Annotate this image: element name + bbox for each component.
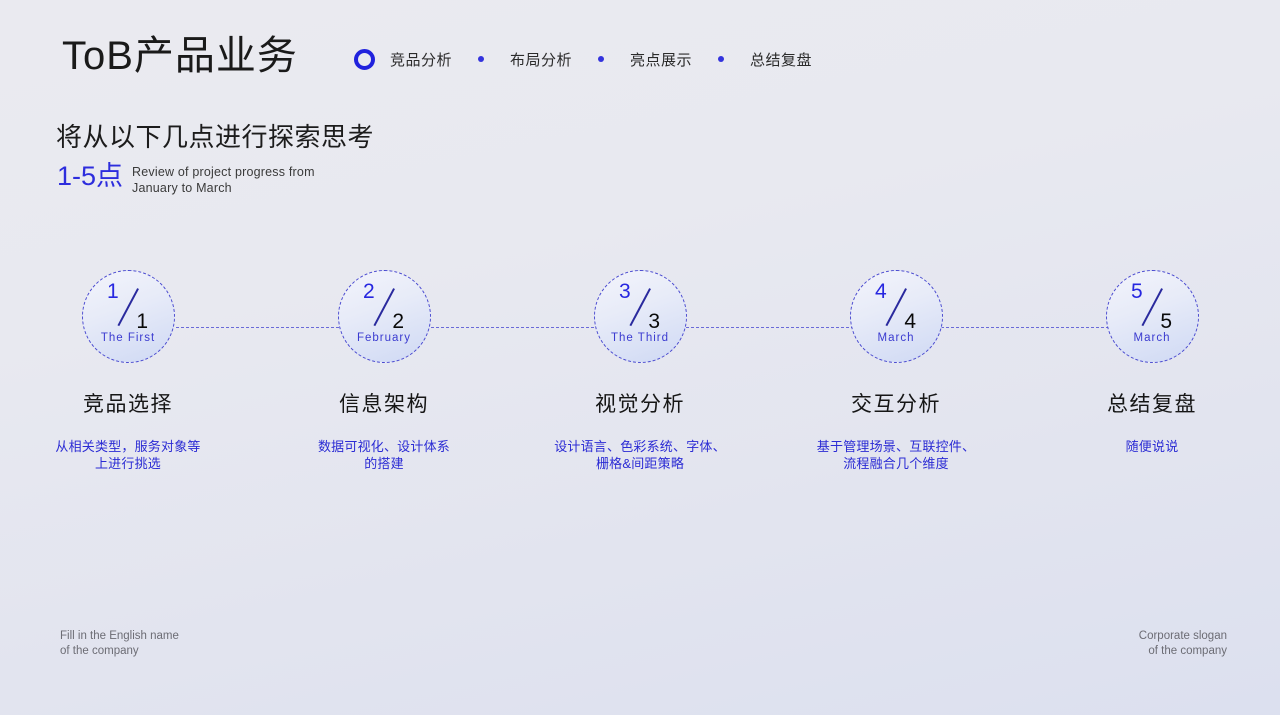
- step-node-caption: The Third: [610, 332, 669, 344]
- step-denominator: 5: [1160, 310, 1172, 333]
- step-denominator: 1: [136, 310, 148, 333]
- step-node-circle[interactable]: 3 3 The Third: [593, 270, 687, 363]
- timeline-step-1[interactable]: 1 1 The First 竞品选择 从相关类型，服务对象等 上进行挑选: [0, 270, 256, 500]
- step-title: 视觉分析: [595, 393, 685, 416]
- step-fraction: 2 2: [353, 280, 415, 334]
- timeline-step-4[interactable]: 4 4 March 交互分析 基于管理场景、互联控件、 流程融合几个维度: [768, 270, 1024, 500]
- nav-item-1[interactable]: 布局分析: [509, 51, 572, 69]
- step-denominator: 2: [392, 310, 404, 333]
- step-node-caption: February: [356, 332, 412, 344]
- step-numerator: 3: [619, 280, 631, 303]
- section-english-label: Review of project progress from January …: [132, 165, 315, 195]
- top-nav: 竞品分析 布局分析 亮点展示 总结复盘: [353, 48, 812, 70]
- nav-separator-dot: [477, 56, 484, 62]
- step-title: 交互分析: [851, 393, 941, 416]
- step-denominator: 4: [904, 310, 916, 333]
- footer-company-slogan: Corporate slogan of the company: [1138, 630, 1227, 657]
- section-subheading: 1-5点 Review of project progress from Jan…: [57, 158, 315, 196]
- step-description: 随便说说: [1125, 439, 1179, 454]
- step-title: 总结复盘: [1107, 393, 1197, 416]
- step-numerator: 4: [875, 280, 887, 303]
- step-node-caption: March: [1133, 332, 1171, 344]
- step-node-circle[interactable]: 2 2 February: [337, 270, 431, 363]
- step-node-circle[interactable]: 5 5 March: [1105, 270, 1199, 363]
- nav-separator-dot: [717, 56, 724, 62]
- step-node-caption: The First: [100, 332, 156, 344]
- step-numerator: 2: [363, 280, 375, 303]
- step-node-circle[interactable]: 1 1 The First: [81, 270, 175, 363]
- timeline-steps: 1 1 The First 竞品选择 从相关类型，服务对象等 上进行挑选 2 2: [0, 270, 1280, 500]
- step-node-caption: March: [877, 332, 915, 344]
- step-description: 从相关类型，服务对象等 上进行挑选: [55, 439, 201, 471]
- step-numerator: 5: [1131, 280, 1143, 303]
- step-description: 设计语言、色彩系统、字体、 栅格&间距策略: [554, 439, 726, 471]
- nav-item-2[interactable]: 亮点展示: [629, 51, 692, 69]
- timeline: 1 1 The First 竞品选择 从相关类型，服务对象等 上进行挑选 2 2: [0, 270, 1280, 500]
- step-title: 信息架构: [339, 393, 429, 416]
- step-description: 基于管理场景、互联控件、 流程融合几个维度: [816, 439, 976, 471]
- nav-separator-dot: [597, 56, 604, 62]
- nav-item-3[interactable]: 总结复盘: [749, 51, 812, 69]
- step-description: 数据可视化、设计体系 的搭建: [317, 439, 450, 471]
- timeline-step-3[interactable]: 3 3 The Third 视觉分析 设计语言、色彩系统、字体、 栅格&间距策略: [512, 270, 768, 500]
- section-range-label: 1-5点: [57, 161, 124, 191]
- step-fraction: 1 1: [97, 280, 159, 334]
- step-denominator: 3: [648, 310, 660, 333]
- nav-item-0[interactable]: 竞品分析: [389, 51, 452, 69]
- step-numerator: 1: [107, 280, 119, 303]
- step-fraction: 4 4: [865, 280, 927, 334]
- step-fraction: 3 3: [609, 280, 671, 334]
- footer-company-name: Fill in the English name of the company: [60, 630, 179, 657]
- slide-header: ToB产品业务 竞品分析 布局分析 亮点展示 总结复盘: [62, 24, 1222, 88]
- timeline-step-2[interactable]: 2 2 February 信息架构 数据可视化、设计体系 的搭建: [256, 270, 512, 500]
- step-node-circle[interactable]: 4 4 March: [849, 270, 943, 363]
- step-fraction: 5 5: [1121, 280, 1183, 334]
- step-title: 竞品选择: [83, 393, 173, 416]
- section-heading: 将从以下几点进行探索思考: [56, 122, 375, 152]
- ring-icon: [353, 48, 375, 70]
- timeline-step-5[interactable]: 5 5 March 总结复盘 随便说说: [1024, 270, 1280, 500]
- page-title: ToB产品业务: [62, 34, 298, 78]
